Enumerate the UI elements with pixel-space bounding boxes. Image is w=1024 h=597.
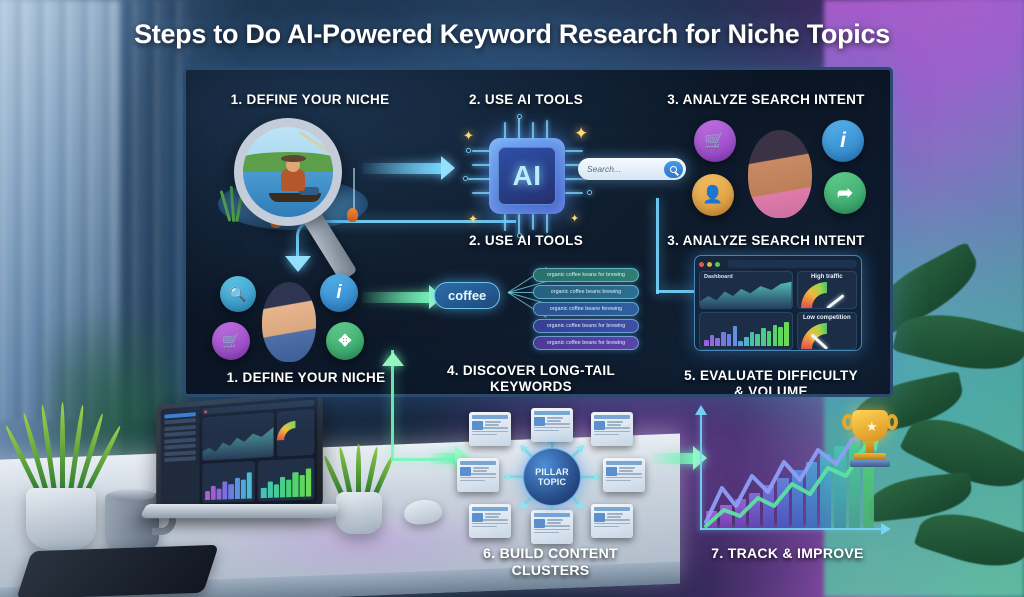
info-bubble-icon: i <box>320 274 358 312</box>
laptop-bar-chart-1 <box>201 460 256 504</box>
step7-growth-chart: ★ <box>686 405 898 548</box>
cluster-doc-7 <box>531 510 573 544</box>
step6-content-clusters: PILLAR TOPIC <box>455 408 650 544</box>
flow-arrowhead-down-left <box>285 256 311 272</box>
search-icon <box>670 165 677 173</box>
laptop-overview-chart <box>201 412 274 461</box>
step-label-6-line1: 6. BUILD CONTENT <box>483 545 618 561</box>
flow-arrow-1-to-2 <box>362 156 455 180</box>
step-label-4-line2: KEYWORDS <box>490 378 572 394</box>
persona-avatar <box>748 130 812 218</box>
trophy-icon: ★ <box>840 406 900 476</box>
dashboard-trend-chart: Dashboard <box>699 271 793 309</box>
chart-y-axis <box>695 405 707 530</box>
gauge-low-competition-label: Low competition <box>802 315 851 321</box>
cart-icon: 🛒 <box>694 120 736 162</box>
step-label-5-line1: 5. EVALUATE DIFFICULTY <box>684 368 858 383</box>
pillar-hub-line2: TOPIC <box>537 477 567 487</box>
laptop-lid <box>156 390 323 513</box>
ai-chip-label: AI <box>512 160 542 191</box>
navigate-arrow-icon: ➦ <box>824 172 866 214</box>
laptop-bar-chart-2 <box>258 457 315 502</box>
laptop <box>138 390 339 548</box>
dashboard-panel-title: Dashboard <box>704 274 733 280</box>
dashboard-traffic-gauge: High traffic <box>796 271 857 309</box>
pillar-topic-hub: PILLAR TOPIC <box>523 448 581 506</box>
step5-dashboard: Dashboard <box>694 255 862 351</box>
flow-arrowhead-up <box>382 352 404 366</box>
longtail-keyword-4: organic coffee beans for brewing <box>533 319 639 333</box>
person-icon: 👤 <box>692 174 734 216</box>
cluster-doc-3 <box>591 412 633 446</box>
seed-keyword-pill: coffee <box>434 282 501 309</box>
gauge-high-traffic <box>800 282 853 308</box>
flow-arrow-to-step4 <box>362 285 443 309</box>
gauge-low-competition <box>800 323 853 349</box>
persona-avatar-2 <box>262 282 316 362</box>
longtail-keyword-2: organic coffee beans brewing <box>533 285 639 299</box>
laptop-sidebar <box>160 406 200 508</box>
dashboard-titlebar <box>699 260 857 268</box>
laptop-gauge-card <box>276 408 315 457</box>
dashboard-bar-chart <box>699 312 793 350</box>
dashboard-competition-gauge: Low competition <box>796 312 857 350</box>
search-bar[interactable]: Search... <box>578 158 686 180</box>
flow-track-down-left <box>296 220 516 260</box>
step-label-5-line2: & VOLUME <box>734 383 808 397</box>
flow-track-step3-down <box>656 198 659 294</box>
flow-track-step4-right <box>391 458 453 461</box>
cluster-doc-8 <box>591 504 633 538</box>
coffee-mug <box>105 489 159 551</box>
ai-chip-icon: AI <box>489 138 565 214</box>
magnifier-icon <box>234 118 342 226</box>
flow-track-step4-down <box>391 350 394 460</box>
chart-x-axis <box>700 523 891 535</box>
longtail-keyword-5: organic coffee beans for brewing <box>533 336 639 350</box>
step2-ai-chip-illustration: AI ✦ ✦ ✦ ✦ <box>458 114 598 238</box>
step-label-3b: 3. ANALYZE SEARCH INTENT <box>667 233 865 248</box>
cluster-doc-2 <box>531 408 573 442</box>
pillar-hub-line1: PILLAR <box>535 466 569 477</box>
step-label-6: 6. BUILD CONTENT CLUSTERS <box>443 545 658 578</box>
step3-intent-illustration: 🛒 i 👤 ➦ <box>684 114 874 232</box>
flow-arrow-to-step6 <box>430 446 469 470</box>
laptop-screen[interactable] <box>160 396 318 508</box>
laptop-keyboard-base <box>138 504 339 519</box>
step-label-2b: 2. USE AI TOOLS <box>468 233 584 248</box>
cart-bubble-icon: 🛒 <box>212 322 250 360</box>
step1-magnifier-illustration <box>208 116 388 282</box>
move-arrows-icon: ✥ <box>326 322 364 360</box>
cluster-doc-5 <box>603 458 645 492</box>
info-icon: i <box>822 120 864 162</box>
search-input[interactable]: Search... <box>587 164 622 174</box>
step-label-4: 4. DISCOVER LONG-TAIL KEYWORDS <box>426 363 636 394</box>
step-label-7: 7. TRACK & IMPROVE <box>711 545 864 561</box>
step-label-4-line1: 4. DISCOVER LONG-TAIL <box>446 363 616 378</box>
step-label-1: 1. DEFINE YOUR NICHE <box>230 92 390 107</box>
step1b-persona-illustration: 🔍 i 🛒 ✥ <box>212 256 364 376</box>
tablet-device <box>16 544 219 597</box>
dashboard-urlbar[interactable] <box>727 260 857 268</box>
step-label-5: 5. EVALUATE DIFFICULTY & VOLUME <box>656 368 886 397</box>
gauge-high-traffic-label: High traffic <box>810 274 843 280</box>
presentation-screen: 1. DEFINE YOUR NICHE 2. USE AI TOOLS 3. … <box>183 67 893 397</box>
cluster-doc-1 <box>469 412 511 446</box>
page-title: Steps to Do AI-Powered Keyword Research … <box>134 19 890 49</box>
step-label-1b: 1. DEFINE YOUR NICHE <box>226 370 386 385</box>
float-icon <box>347 208 358 222</box>
fishing-line <box>353 168 355 210</box>
longtail-keyword-3: organic coffee beane ferewing <box>533 302 639 316</box>
cluster-doc-6 <box>469 504 511 538</box>
cluster-doc-4 <box>457 458 499 492</box>
search-button[interactable] <box>664 160 683 178</box>
step-label-6-line2: CLUSTERS <box>511 561 590 578</box>
step-label-2: 2. USE AI TOOLS <box>468 92 584 107</box>
longtail-keyword-1: organic coffee keans for brewing <box>533 268 639 282</box>
step-label-3: 3. ANALYZE SEARCH INTENT <box>667 92 865 107</box>
search-bubble-icon: 🔍 <box>220 276 256 312</box>
